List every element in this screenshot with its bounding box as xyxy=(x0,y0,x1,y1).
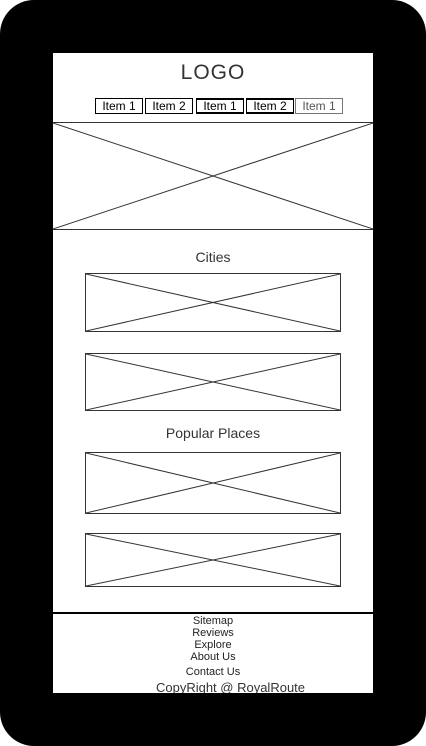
logo[interactable]: LOGO xyxy=(180,61,246,84)
city-card-1[interactable] xyxy=(85,273,341,332)
footer-link-sitemap[interactable]: Sitemap xyxy=(192,615,234,627)
nav-item-4[interactable]: Item 2 xyxy=(246,98,294,114)
cities-heading: Cities xyxy=(195,249,231,265)
nav-item-5[interactable]: Item 1 xyxy=(295,98,343,114)
footer-link-about-us[interactable]: About Us xyxy=(190,651,236,663)
city-card-2[interactable] xyxy=(85,353,341,411)
copyright-text: CopyRight @ RoyalRoute xyxy=(155,680,306,693)
popular-places-heading: Popular Places xyxy=(165,425,261,441)
footer-link-explore[interactable]: Explore xyxy=(194,639,232,651)
nav-item-3[interactable]: Item 1 xyxy=(196,98,244,114)
place-card-1[interactable] xyxy=(85,452,341,514)
footer: Sitemap Reviews Explore About Us Contact… xyxy=(53,612,373,693)
hero-image-placeholder xyxy=(53,122,373,230)
footer-link-contact-us[interactable]: Contact Us xyxy=(185,666,241,678)
place-card-2[interactable] xyxy=(85,533,341,587)
nav-item-1[interactable]: Item 1 xyxy=(95,98,143,114)
phone-screen: LOGO Item 1 Item 2 Item 1 Item 2 Item 1 … xyxy=(53,53,373,693)
nav-item-2[interactable]: Item 2 xyxy=(145,98,193,114)
footer-link-reviews[interactable]: Reviews xyxy=(192,627,234,639)
